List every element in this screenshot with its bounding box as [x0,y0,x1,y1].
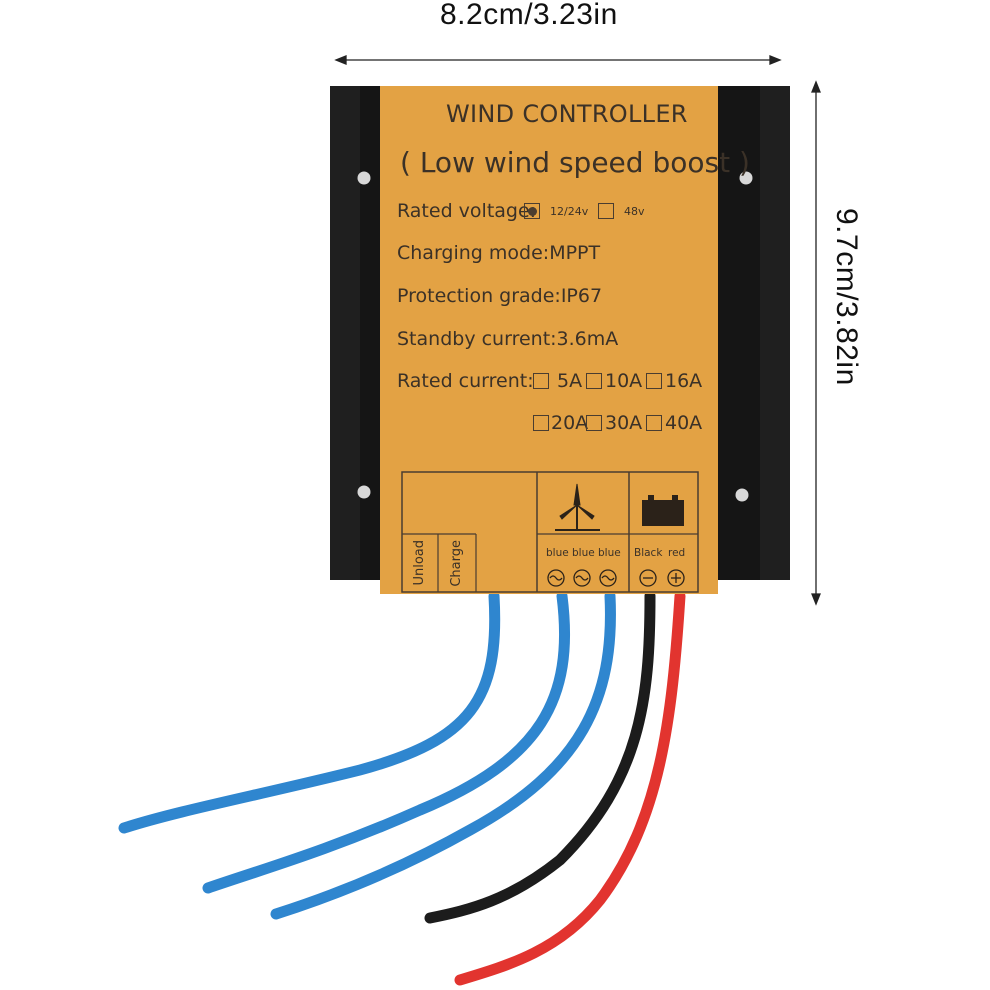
current-checkbox [586,415,602,431]
protection-grade: Protection grade:IP67 [397,285,603,307]
checked-mark-icon [528,207,537,216]
wire-label-black: Black [634,547,663,559]
current-option: 5A [557,370,583,392]
charging-mode: Charging mode:MPPT [397,242,601,264]
width-dimension-label: 8.2cm/3.23in [440,0,618,31]
voltage-checkbox-48 [598,203,614,219]
rated-voltage-label: Rated voltage: [397,200,537,222]
mount-hole-top-left [357,171,371,185]
current-checkbox [533,415,549,431]
current-checkbox [646,415,662,431]
wire-label-red: red [668,547,686,559]
wind-turbine-icon [555,483,600,531]
wire-label-blue: blue [572,547,595,559]
current-option: 30A [605,412,643,434]
mount-hole-bottom-left [357,485,371,499]
voltage-checkbox-12-24 [524,203,540,219]
voltage-option-12-24: 12/24v [550,205,589,218]
wire-label-blue: blue [546,547,569,559]
wire-black [424,590,656,924]
controller-subtitle: ( Low wind speed boost ) [400,146,750,179]
mount-hole-top-right [739,171,753,185]
current-checkbox [646,373,662,389]
battery-minus-sign: - [649,484,654,496]
wire-blue-1 [118,590,501,834]
current-option: 10A [605,370,643,392]
wire-blue-2 [202,590,571,894]
battery-plus-sign: + [674,484,683,496]
current-checkbox [533,373,549,389]
wire-label-blue: blue [598,547,621,559]
charge-label: Charge [449,540,464,587]
terminal-symbols [547,569,685,587]
unload-label: Unload [412,540,427,586]
current-checkbox [586,373,602,389]
current-option: 16A [665,370,703,392]
rated-current-label: Rated current: [397,370,534,392]
wire-blue-3 [270,590,616,920]
voltage-option-48: 48v [624,205,645,218]
battery-icon [642,495,684,526]
wire-red [454,590,686,986]
mount-hole-bottom-right [735,488,749,502]
standby-current: Standby current:3.6mA [397,328,619,350]
current-option: 40A [665,412,703,434]
controller-title: WIND CONTROLLER [446,100,688,128]
current-option: 20A [551,412,589,434]
